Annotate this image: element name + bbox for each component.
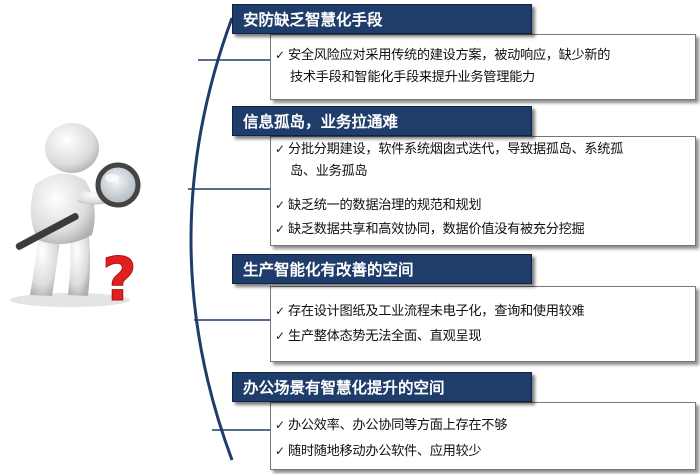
section-4-item-2: ✓随时随地移动办公软件、应用较少 [275, 440, 693, 463]
check-icon: ✓ [275, 444, 285, 458]
section-2-item-2: ✓缺乏统一的数据治理的规范和规划 [275, 194, 693, 217]
section-3-item-2: ✓生产整体态势无法全面、直观呈现 [275, 325, 693, 348]
section-1-title: 安防缺乏智慧化手段 [232, 4, 532, 34]
section-1-item-1: ✓安全风险应对采用传统的建设方案，被动响应，缺少新的 技术手段和智能化手段来提升… [275, 44, 693, 89]
section-4-item-1: ✓办公效率、办公协同等方面上存在不够 [275, 414, 693, 437]
section-3-item-1: ✓存在设计图纸及工业流程未电子化，查询和使用较难 [275, 300, 693, 323]
section-4-box [270, 402, 696, 470]
section-2-title: 信息孤岛，业务拉通难 [232, 106, 532, 136]
check-icon: ✓ [275, 48, 285, 62]
section-2-box [270, 136, 696, 246]
check-icon: ✓ [275, 418, 285, 432]
section-2-item-3: ✓缺乏数据共享和高效协同，数据价值没有被充分挖掘 [275, 218, 693, 241]
check-icon: ✓ [275, 329, 285, 343]
section-3-title: 生产智能化有改善的空间 [232, 254, 532, 284]
check-icon: ✓ [275, 222, 285, 236]
thinker-with-magnifier-illustration: ? [10, 123, 141, 310]
section-3-box [270, 286, 696, 362]
section-4-title: 办公场景有智慧化提升的空间 [232, 372, 532, 402]
check-icon: ✓ [275, 304, 285, 318]
check-icon: ✓ [275, 198, 285, 212]
section-1-box [270, 34, 696, 100]
check-icon: ✓ [275, 142, 285, 156]
section-2-item-1: ✓分批分期建设，软件系统烟囱式迭代，导致据孤岛、系统孤 岛、业务孤岛 [275, 138, 693, 183]
question-mark-icon: ? [102, 245, 137, 310]
